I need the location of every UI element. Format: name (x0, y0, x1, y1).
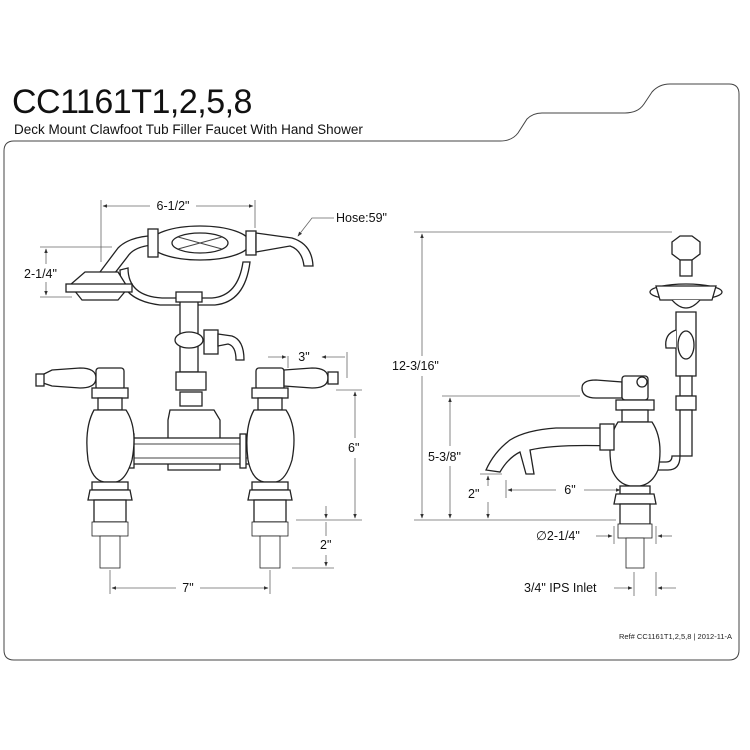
side-view-dimensions (414, 231, 676, 596)
model-title: CC1161T1,2,5,8 (12, 83, 252, 121)
dim-handle-width: 3" (298, 350, 309, 364)
side-view-drawing (485, 235, 723, 569)
front-view-drawing (35, 225, 339, 569)
dim-body-height: 6" (348, 441, 359, 455)
dim-spout-reach: 6" (564, 483, 575, 497)
front-view-labels: 6-1/2" Hose:59" 2-1/4" 3" 6" 2" 7" (24, 199, 387, 595)
side-view-labels: 12-3/16" 5-3/8" 2" 6" ∅2-1/4" 3/4" IPS I… (392, 359, 597, 595)
dim-spout-clearance: 2" (468, 487, 479, 501)
dim-total-height: 12-3/16" (392, 359, 439, 373)
dim-base-diameter: ∅2-1/4" (536, 529, 580, 543)
frame-outline (3, 83, 740, 661)
dim-spout-height: 5-3/8" (428, 450, 461, 464)
dim-center-spread: 7" (182, 581, 193, 595)
dim-ips-inlet: 3/4" IPS Inlet (524, 581, 597, 595)
dim-handshower-height: 2-1/4" (24, 267, 57, 281)
dim-handshower-width: 6-1/2" (157, 199, 190, 213)
dim-shank-length: 2" (320, 538, 331, 552)
reference-note: Ref# CC1161T1,2,5,8 | 2012-11-A (619, 632, 732, 641)
product-description: Deck Mount Clawfoot Tub Filler Faucet Wi… (14, 122, 363, 137)
front-view-dimensions (40, 200, 362, 594)
dim-hose-length: Hose:59" (336, 211, 387, 225)
